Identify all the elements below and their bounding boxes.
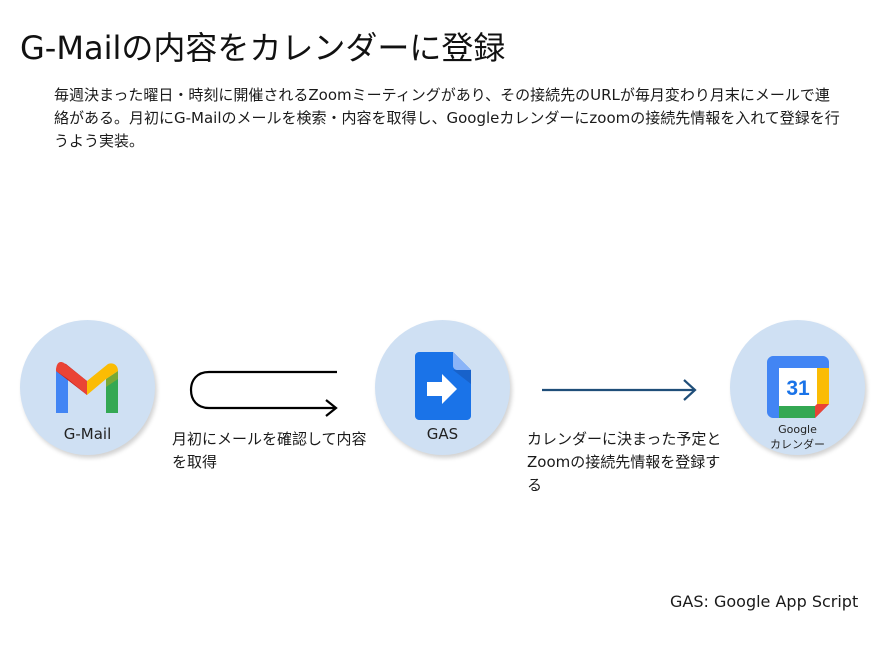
gas-to-calendar-label: カレンダーに決まった予定とZoomの接続先情報を登録する: [527, 430, 722, 494]
calendar-day-number: 31: [786, 377, 810, 400]
footnote: GAS: Google App Script: [670, 592, 859, 611]
apps-script-icon: [415, 352, 471, 420]
gmail-icon: [56, 361, 118, 413]
calendar-label-line1: Google: [778, 423, 817, 436]
page-title: G-Mailの内容をカレンダーに登録: [20, 29, 506, 67]
gmail-to-gas-arrow: [189, 370, 338, 417]
gas-node: GAS: [375, 320, 510, 455]
gmail-to-gas-label: 月初にメールを確認して内容を取得: [172, 430, 367, 471]
gmail-label: G-Mail: [63, 425, 112, 443]
gmail-node: G-Mail: [20, 320, 155, 455]
google-calendar-icon: 31: [767, 356, 829, 418]
calendar-label-line2: カレンダー: [770, 438, 825, 451]
calendar-node: 31 Google カレンダー: [730, 320, 865, 455]
gas-label: GAS: [426, 425, 459, 443]
gas-to-calendar-arrow: [542, 379, 697, 401]
description-text: 毎週決まった曜日・時刻に開催されるZoomミーティングがあり、その接続先のURL…: [54, 86, 840, 150]
